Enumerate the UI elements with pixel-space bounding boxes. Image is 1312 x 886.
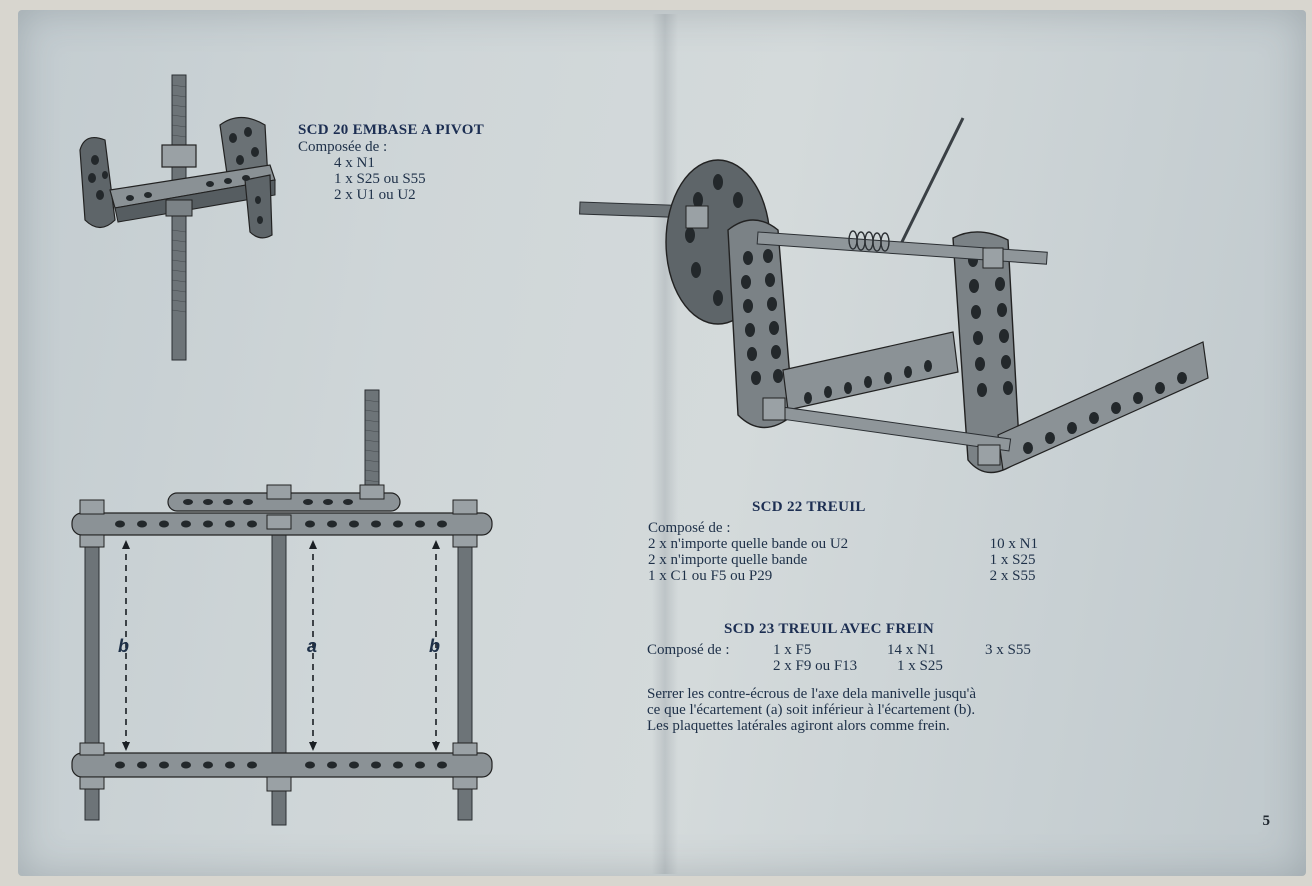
- page-number: 5: [1262, 813, 1271, 829]
- scd22-left-part: 2 x n'importe quelle bande ou U2: [648, 536, 849, 552]
- label-b-left: b: [118, 636, 129, 656]
- scd23-intro: Composé de :: [647, 642, 730, 658]
- scd23-part: 1 x S25: [897, 658, 943, 674]
- scd23-title: SCD 23 TREUIL AVEC FREIN: [724, 621, 935, 637]
- scd22-left-part: 1 x C1 ou F5 ou P29: [648, 568, 773, 584]
- page-gutter: [652, 14, 678, 874]
- scd23-note-line: Serrer les contre-écrous de l'axe dela m…: [647, 686, 977, 702]
- label-b-right: b: [429, 636, 440, 656]
- winch-drawing: [579, 117, 1209, 474]
- scd23-block: Composé de : 1 x F5 14 x N1 3 x S55 2 x …: [647, 642, 1067, 734]
- scd22-right-part: 2 x S55: [989, 568, 1036, 584]
- scd23-part: 14 x N1: [887, 642, 936, 658]
- pivot-base-drawing: [79, 74, 276, 361]
- scd23-note-line: Les plaquettes latérales agiront alors c…: [647, 718, 950, 734]
- scd22-left-part: 2 x n'importe quelle bande: [648, 552, 808, 568]
- scd22-right-part: 10 x N1: [989, 536, 1038, 552]
- scd23-part: 3 x S55: [985, 642, 1031, 658]
- scd23-note-line: ce que l'écartement (a) soit inférieur à…: [647, 702, 976, 718]
- scd22-right-part: 1 x S25: [989, 552, 1036, 568]
- scd20-intro: Composée de :: [298, 139, 388, 155]
- scd23-part: 2 x F9 ou F13: [773, 658, 858, 674]
- scd20-part: 1 x S25 ou S55: [334, 171, 426, 187]
- scd20-block: SCD 20 EMBASE A PIVOT Composée de : 4 x …: [298, 122, 484, 203]
- scd23-part: 1 x F5: [773, 642, 812, 658]
- scd20-part: 4 x N1: [334, 155, 375, 171]
- scd22-block: Composé de : 2 x n'importe quelle bande …: [648, 520, 1038, 584]
- label-a: a: [307, 636, 318, 656]
- scd20-title: SCD 20 EMBASE A PIVOT: [298, 122, 485, 138]
- winch-brake-drawing: [71, 389, 493, 826]
- scd22-intro: Composé de :: [648, 520, 731, 536]
- scd22-title: SCD 22 TREUIL: [752, 499, 866, 515]
- scd20-part: 2 x U1 ou U2: [334, 187, 416, 203]
